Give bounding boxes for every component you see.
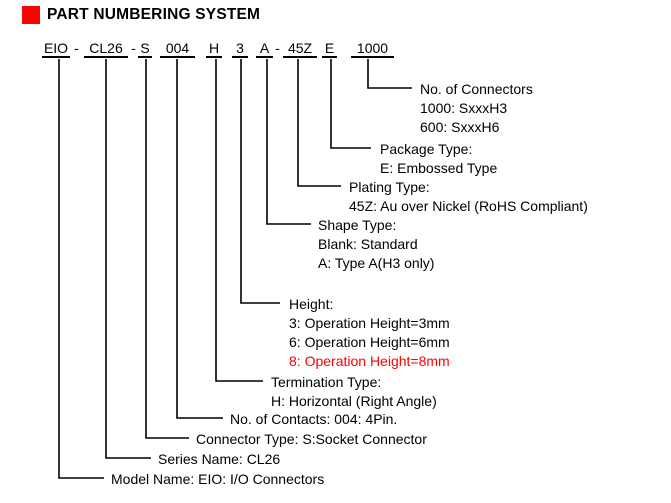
legend-block-package-type: Package Type: E: Embossed Type bbox=[380, 140, 497, 178]
legend-line-plating-type-0: Plating Type: bbox=[349, 179, 430, 195]
legend-line-no-of-contacts-0: No. of Contacts: 004: 4Pin. bbox=[230, 411, 398, 427]
callout-line-no-of-connectors bbox=[367, 59, 412, 89]
callout-line-no-of-contacts bbox=[176, 59, 223, 419]
legend-line-package-type-1: E: Embossed Type bbox=[380, 160, 498, 176]
page-title: PART NUMBERING SYSTEM bbox=[47, 6, 261, 23]
red-square-bullet-icon bbox=[22, 6, 40, 24]
page-header: PART NUMBERING SYSTEM bbox=[22, 6, 260, 24]
legend-line-model-name-0: Model Name: EIO: I/O Connectors bbox=[111, 471, 325, 487]
part-segment-h: H bbox=[206, 40, 222, 58]
legend-block-height: Height: 3: Operation Height=3mm 6: Operati… bbox=[289, 295, 450, 371]
part-segment-eio: EIO bbox=[42, 40, 70, 58]
legend-line-connector-type-0: Connector Type: S:Socket Connector bbox=[196, 431, 427, 447]
callout-line-package-type bbox=[330, 59, 371, 149]
legend-block-connector-type: Connector Type: S:Socket Connector bbox=[196, 430, 427, 449]
part-segment-004: 004 bbox=[160, 40, 195, 58]
part-segment-separator: - bbox=[74, 40, 79, 56]
callout-line-termination-type bbox=[215, 59, 263, 382]
part-segment-separator: - bbox=[275, 40, 280, 56]
part-segment-a: A bbox=[256, 40, 273, 58]
legend-line-height-0: Height: bbox=[289, 296, 334, 312]
legend-block-termination-type: Termination Type: H: Horizontal (Right An… bbox=[271, 373, 437, 411]
legend-line-plating-type-1: 45Z: Au over Nickel (RoHS Compliant) bbox=[349, 198, 588, 214]
callout-line-series-name bbox=[105, 59, 151, 459]
legend-line-series-name-0: Series Name: CL26 bbox=[158, 451, 281, 467]
part-segment-1000: 1000 bbox=[351, 40, 394, 58]
legend-line-shape-type-0: Shape Type: bbox=[318, 217, 397, 233]
legend-line-termination-type-1: H: Horizontal (Right Angle) bbox=[271, 393, 437, 409]
callout-line-plating-type bbox=[297, 59, 341, 187]
legend-line-shape-type-1: Blank: Standard bbox=[318, 236, 418, 252]
part-segment-45z: 45Z bbox=[283, 40, 317, 58]
legend-block-series-name: Series Name: CL26 bbox=[158, 450, 280, 469]
legend-block-model-name: Model Name: EIO: I/O Connectors bbox=[111, 470, 324, 489]
legend-line-termination-type-0: Termination Type: bbox=[271, 374, 382, 390]
legend-block-shape-type: Shape Type: Blank: Standard A: Type A(H3 o… bbox=[318, 216, 434, 273]
legend-line-height-2: 6: Operation Height=6mm bbox=[289, 334, 450, 350]
legend-line-shape-type-2: A: Type A(H3 only) bbox=[318, 255, 435, 271]
legend-block-no-of-connectors: No. of Connectors 1000: SxxxH3 600: SxxxH6 bbox=[420, 80, 533, 137]
legend-line-no-of-connectors-1: 1000: SxxxH3 bbox=[420, 100, 508, 116]
callout-line-connector-type bbox=[145, 59, 189, 439]
legend-block-plating-type: Plating Type: 45Z: Au over Nickel (RoHS C… bbox=[349, 178, 588, 216]
part-segment-e: E bbox=[322, 40, 337, 58]
part-segment-3: 3 bbox=[232, 40, 248, 58]
legend-line-no-of-connectors-0: No. of Connectors bbox=[420, 81, 533, 97]
legend-block-no-of-contacts: No. of Contacts: 004: 4Pin. bbox=[230, 410, 397, 429]
callout-line-shape-type bbox=[266, 59, 311, 225]
part-segment-cl26: CL26 bbox=[84, 40, 128, 58]
part-segment-separator: - bbox=[131, 40, 136, 56]
callout-line-model-name bbox=[58, 59, 104, 479]
part-segment-s: S bbox=[138, 40, 152, 58]
legend-line-height-1: 3: Operation Height=3mm bbox=[289, 315, 450, 331]
legend-line-height-3: 8: Operation Height=8mm bbox=[289, 353, 450, 369]
legend-line-no-of-connectors-2: 600: SxxxH6 bbox=[420, 119, 500, 135]
legend-line-package-type-0: Package Type: bbox=[380, 141, 473, 157]
callout-line-height bbox=[240, 59, 280, 304]
